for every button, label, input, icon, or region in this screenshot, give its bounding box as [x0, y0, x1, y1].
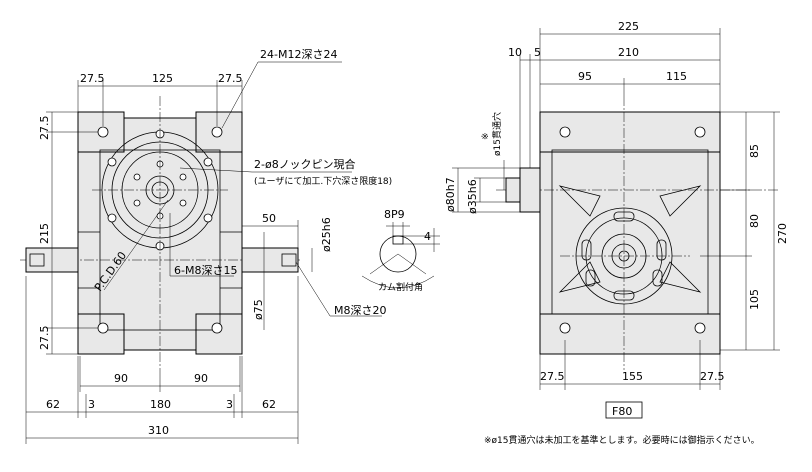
dim-height-105: 105	[748, 289, 761, 310]
dim-row2-b: 3	[88, 398, 95, 411]
pad-bottom-right	[195, 313, 243, 355]
bore-dia-35: ø35h6	[466, 179, 479, 214]
dim-top-left: 27.5	[80, 72, 105, 85]
dim-bottom-right: 90	[194, 372, 208, 385]
right-body	[539, 117, 721, 351]
output-shaft	[505, 177, 521, 203]
dim-row2-e: 62	[262, 398, 276, 411]
hub-dia: ø75	[252, 299, 265, 320]
right-bottom-plate	[539, 313, 721, 355]
pin-note-detail: (ユーザにて加工.下穴深さ限度18)	[254, 175, 392, 187]
key-depth: 4	[424, 230, 431, 243]
dim-right-5: 5	[534, 46, 541, 59]
pad-bottom-left	[77, 313, 125, 355]
dim-row2-c: 180	[150, 398, 171, 411]
dim-height-85: 85	[748, 144, 761, 158]
dim-top-right: 27.5	[218, 72, 243, 85]
model-label: F80	[612, 405, 632, 418]
dim-right-95: 95	[578, 70, 592, 83]
dim-right-bottom-left: 27.5	[540, 370, 565, 383]
dim-overall-width: 310	[148, 424, 169, 437]
dim-side-center: 215	[38, 223, 51, 244]
footnote: ※ø15貫通穴は未加工を基準とします。必要時には御指示ください。	[484, 434, 760, 446]
dim-height-overall: 270	[776, 223, 789, 244]
tap-note: 24-M12深さ24	[260, 48, 337, 61]
right-view: 225 10 5 210 95 115 ※ ø15貫通穴 ø80h7 ø35h6…	[444, 20, 789, 390]
dim-row2-d: 3	[226, 398, 233, 411]
shaft-length: 50	[262, 212, 276, 225]
key-detail: 8P9 4 カム割付角	[361, 208, 440, 293]
dim-top-center: 125	[152, 72, 173, 85]
dim-right-bottom-right: 27.5	[700, 370, 725, 383]
dim-side-top: 27.5	[38, 116, 51, 141]
bore-dia-80: ø80h7	[444, 177, 457, 212]
dim-side-bottom: 27.5	[38, 326, 51, 351]
through-hole-mark: ※	[481, 132, 491, 140]
shaft-tap: M8深さ20	[334, 304, 387, 317]
through-hole-note: ø15貫通穴	[491, 112, 503, 156]
input-shaft-right	[241, 247, 299, 273]
dim-right-overall-width: 225	[618, 20, 639, 33]
output-hub	[519, 167, 541, 213]
tap6-label: 6-M8深さ15	[174, 264, 237, 277]
model-label-box	[605, 401, 643, 419]
key-width: 8P9	[384, 208, 405, 221]
left-view: 27.5 125 27.5 24-M12深さ24 2-ø8ノックピン現合 (ユー…	[20, 48, 392, 444]
pin-note: 2-ø8ノックピン現合	[254, 157, 355, 171]
dim-right-10: 10	[508, 46, 522, 59]
shaft-dia: ø25h6	[320, 217, 333, 252]
dim-row2-a: 62	[46, 398, 60, 411]
dim-right-bottom-center: 155	[622, 370, 643, 383]
dim-bottom-left: 90	[114, 372, 128, 385]
dim-right-115: 115	[666, 70, 687, 83]
dim-height-80: 80	[748, 214, 761, 228]
dim-right-210: 210	[618, 46, 639, 59]
cam-note: カム割付角	[378, 281, 423, 293]
